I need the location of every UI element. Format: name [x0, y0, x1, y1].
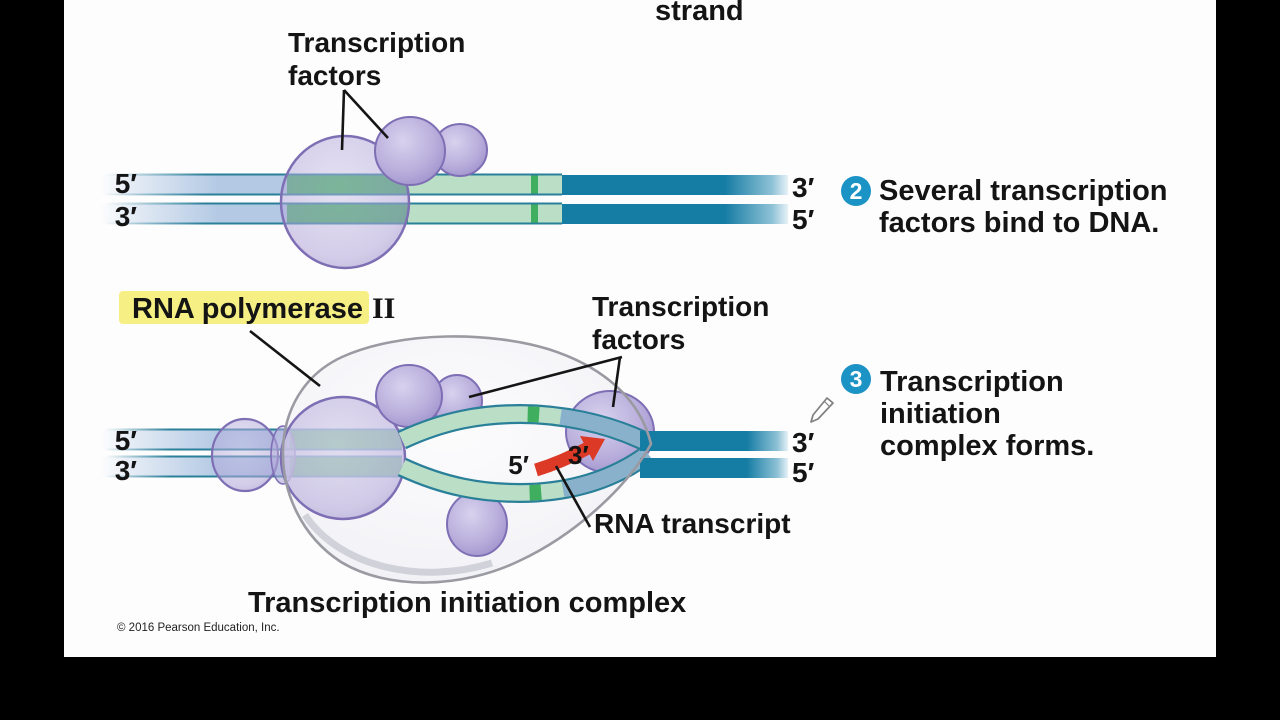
rna-transcript-pointer-line — [554, 465, 592, 528]
dna1-bottom-upstream — [100, 204, 293, 224]
dna2-bubble — [397, 403, 654, 504]
diagram2-pointer-lines — [468, 355, 623, 408]
slide-background — [64, 0, 1216, 657]
rna-polymerase-pointer-line — [249, 329, 321, 388]
step3-number: 3 — [850, 366, 863, 392]
dna2-left-5prime: 5′ — [115, 425, 138, 456]
dna1-bottom-startsite — [531, 204, 538, 224]
step2-number: 2 — [850, 178, 863, 204]
envelope-shading — [302, 513, 494, 576]
dna1-left-5prime: 5′ — [115, 168, 138, 199]
step2-callout: 2 Several transcription factors bind to … — [841, 175, 1168, 239]
step3-text-line1: Transcription — [880, 366, 1064, 398]
step3-text-line2: initiation — [880, 398, 1001, 430]
letterbox-left — [0, 0, 64, 720]
rna-5prime: 5′ — [508, 450, 529, 480]
highlight-marker — [119, 291, 369, 324]
diagram1-tf-label-line1: Transcription — [288, 27, 465, 58]
dna1-bottom-downstream — [562, 204, 788, 224]
tf-blob-large — [279, 134, 411, 270]
step3-badge — [841, 364, 871, 394]
rna-arrowhead — [580, 436, 605, 461]
rna-polymerase-label: RNA polymerase — [132, 293, 363, 325]
tf-blob-entry — [210, 417, 280, 493]
tf-blob-small-left — [374, 116, 446, 186]
step2-badge — [841, 176, 871, 206]
step3-text-line3: complex forms. — [880, 430, 1094, 462]
dna1-top-downstream — [562, 175, 788, 195]
dna1-top-palegreen — [408, 175, 562, 195]
partial-strand-label: strand — [655, 0, 744, 27]
pencil-cursor-icon — [810, 397, 834, 423]
diagram2-dna-exit — [640, 431, 788, 478]
diagram1-tf-label-line2: factors — [288, 60, 381, 91]
dna1-top-upstream — [100, 175, 293, 195]
diagram2-tf-label-line2: factors — [592, 324, 685, 355]
letterbox-right — [1216, 0, 1280, 720]
dna1-bottom-palegreen — [408, 204, 562, 224]
diagram1-transcription-factor-blobs — [279, 116, 488, 270]
rna-3prime: 3′ — [568, 440, 589, 470]
dna1-right-3prime: 3′ — [792, 172, 815, 203]
dna1-right-5prime: 5′ — [792, 204, 815, 235]
rna-transcript-label: RNA transcript — [594, 508, 791, 539]
step2-text-line2: factors bind to DNA. — [879, 207, 1159, 239]
tf-blob-core — [279, 395, 407, 521]
dna2-lower-template-segment — [398, 447, 653, 501]
dna2-upper-template-segment — [398, 406, 652, 450]
step2-text-line1: Several transcription — [879, 175, 1168, 207]
diagram2-caption: Transcription initiation complex — [248, 587, 686, 619]
dna1-top-startsite — [531, 175, 538, 195]
rna-transcript-arrow — [534, 436, 605, 477]
diagram1-pointer-lines — [340, 89, 389, 151]
dna2-right-3prime: 3′ — [792, 427, 815, 458]
rna-polymerase-envelope — [282, 336, 651, 583]
copyright-notice: © 2016 Pearson Education, Inc. — [117, 622, 280, 634]
dna2-left-3prime: 3′ — [115, 455, 138, 486]
envelope-outline — [281, 335, 653, 584]
step3-callout: 3 Transcription initiation complex forms… — [841, 364, 1094, 462]
rna-polymerase-numeral: II — [372, 292, 395, 325]
letterbox-bottom — [0, 657, 1280, 720]
dna1-left-3prime: 3′ — [115, 201, 138, 232]
dna2-right-5prime: 5′ — [792, 457, 815, 488]
diagram2-tf-label-line1: Transcription — [592, 291, 769, 322]
